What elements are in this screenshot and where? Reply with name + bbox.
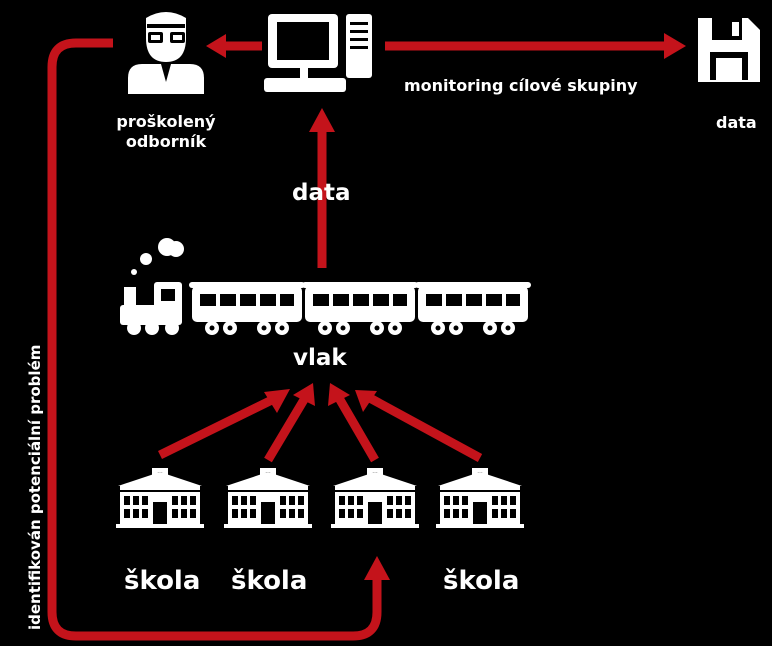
school-label: škola <box>124 566 201 596</box>
arrowhead-expert <box>206 34 226 58</box>
arrow-heads <box>206 33 686 580</box>
train-label: vlak <box>293 345 347 371</box>
steam-puffs <box>131 238 184 275</box>
school-building-icon <box>116 468 204 528</box>
data-flow-label: data <box>292 180 351 206</box>
computer-icon <box>264 14 372 92</box>
locomotive-icon <box>120 282 182 335</box>
feedback-loop-line <box>47 38 382 641</box>
train-car-icon <box>189 282 305 335</box>
school-label: škola <box>443 566 520 596</box>
train-car-icon <box>302 282 418 335</box>
expert-person-icon <box>128 12 204 94</box>
arrow-school4-to-train <box>365 393 483 462</box>
school-building-icon <box>436 468 524 528</box>
train <box>120 238 531 335</box>
school-building-icon <box>331 468 419 528</box>
arrowhead-train-1 <box>264 389 290 413</box>
expert-label: proškolený odborník <box>116 112 216 151</box>
floppy-disk-icon <box>698 18 760 82</box>
arrowhead-school-return <box>364 556 390 580</box>
monitoring-label: monitoring cílové skupiny <box>404 76 638 95</box>
arrow-school2-to-train <box>264 395 309 463</box>
arrowhead-train-3 <box>328 383 350 406</box>
train-car-icon <box>415 282 531 335</box>
problem-identified-label: identifikován potenciální problém <box>26 344 44 630</box>
school-label: škola <box>231 566 308 596</box>
arrow-school1-to-train <box>158 391 282 460</box>
arrowhead-computer <box>309 108 335 132</box>
arrowhead-data <box>664 33 686 59</box>
data-storage-label: data <box>716 113 757 132</box>
arrow-school3-to-train <box>335 395 379 463</box>
arrowhead-train-2 <box>293 383 315 406</box>
connector-lines <box>47 38 668 641</box>
arrowhead-train-4 <box>355 390 377 412</box>
school-building-icon <box>224 468 312 528</box>
